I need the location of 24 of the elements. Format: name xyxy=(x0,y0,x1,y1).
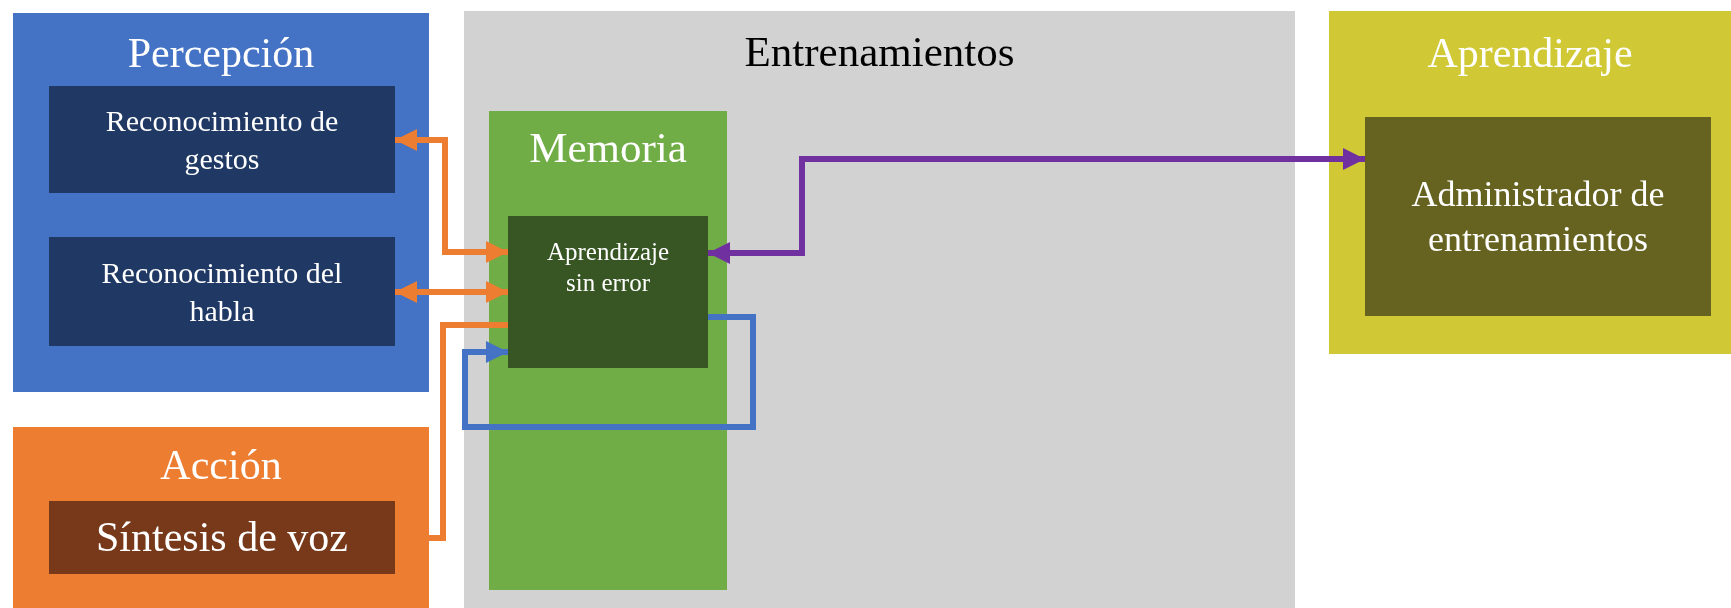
process-box xyxy=(49,501,395,574)
process-box xyxy=(1365,117,1711,316)
process-box xyxy=(49,86,395,193)
panel-title: Aprendizaje xyxy=(1426,29,1634,78)
arrow xyxy=(395,129,508,263)
training-panel xyxy=(464,11,1295,608)
learning-panel xyxy=(1329,11,1731,354)
panel-title: Memoria xyxy=(528,123,688,173)
panel-title: Entrenamientos xyxy=(743,27,1016,77)
process-box xyxy=(49,237,395,346)
memory-panel xyxy=(489,111,727,590)
box-label: Administrador de entrenamientos xyxy=(1410,172,1666,261)
action-panel xyxy=(13,427,429,608)
perception-panel xyxy=(13,13,429,392)
box-label: Aprendizaje sin error xyxy=(545,237,671,299)
box-label: Síntesis de voz xyxy=(95,513,349,563)
panel-title: Acción xyxy=(159,441,283,490)
process-box xyxy=(508,216,708,368)
arrow xyxy=(395,281,508,303)
box-label: Reconocimiento de gestos xyxy=(104,103,340,177)
box-label: Reconocimiento del habla xyxy=(100,255,344,329)
panel-title: Percepción xyxy=(126,29,316,78)
arrow xyxy=(462,314,756,430)
arrow xyxy=(708,148,1365,264)
